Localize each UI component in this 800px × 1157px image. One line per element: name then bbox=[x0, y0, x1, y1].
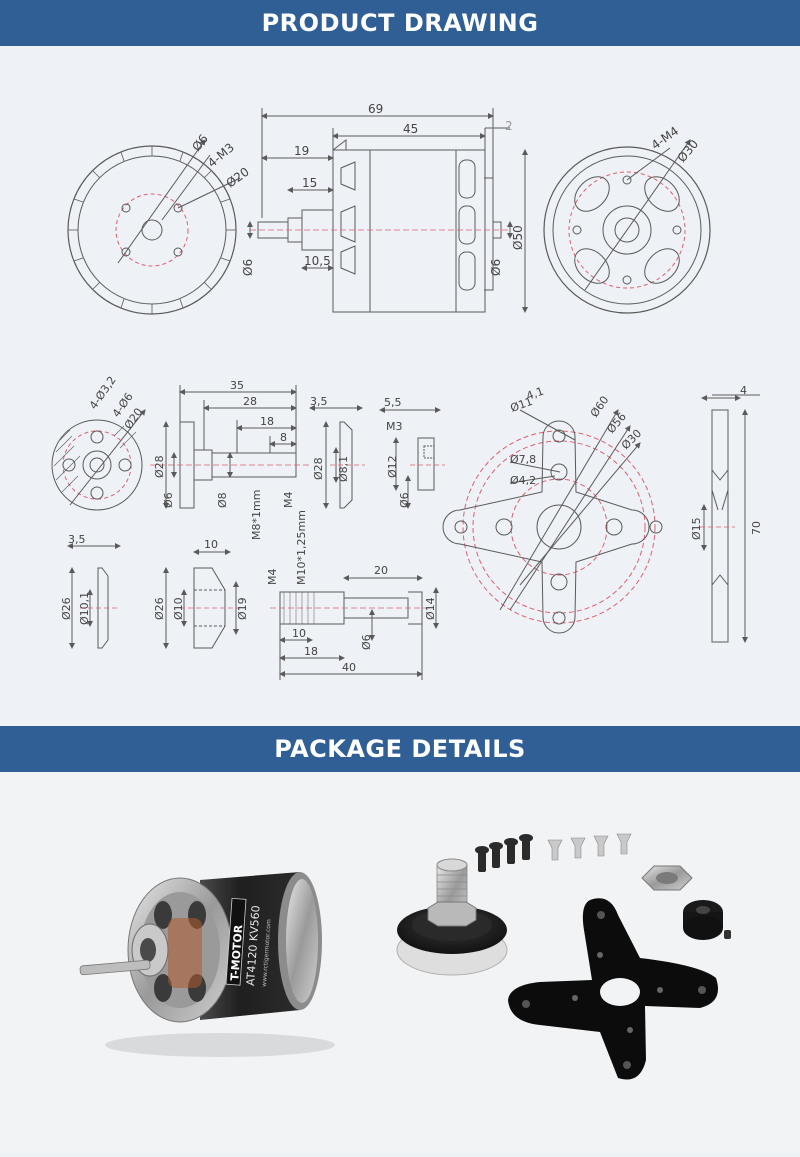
small-washer-view bbox=[67, 543, 121, 649]
front-d20-label: Ø20 bbox=[224, 165, 252, 191]
dim-18: 18 bbox=[260, 415, 274, 428]
adapter-d6: Ø6 bbox=[360, 634, 373, 650]
hub-d6: Ø6 bbox=[162, 492, 175, 508]
plate-thickness-4: 4 bbox=[740, 384, 747, 397]
dim-35: 35 bbox=[230, 379, 244, 392]
cone-washer-d10: Ø10 bbox=[172, 597, 185, 620]
washer-d28: Ø28 bbox=[312, 457, 325, 480]
rear-d30-label: Ø30 bbox=[675, 137, 702, 165]
dim-28: 28 bbox=[243, 395, 257, 408]
plate-side-view bbox=[700, 394, 760, 643]
washer-d8-1: Ø8,1 bbox=[337, 456, 350, 482]
cone-washer-10: 10 bbox=[204, 538, 218, 551]
front-view bbox=[67, 139, 241, 315]
collar-d12: Ø12 bbox=[386, 455, 399, 478]
dim-3-5-a: 3,5 bbox=[310, 395, 328, 408]
hub-m8: M8*1mm bbox=[250, 490, 263, 540]
dim-19: 19 bbox=[294, 144, 309, 158]
collar-side-view bbox=[379, 407, 445, 509]
adapter-18: 18 bbox=[304, 645, 318, 658]
x-mount-plate bbox=[442, 409, 663, 634]
product-drawing-panel: Ø6 4-M3 Ø20 69 45 2 19 15 10,5 Ø6 Ø bbox=[0, 46, 800, 726]
motor-model-label: AT4120 KV560 bbox=[244, 905, 263, 986]
prop-adapter-image bbox=[396, 858, 508, 976]
dim-10-5: 10,5 bbox=[304, 254, 331, 268]
adapter-40: 40 bbox=[342, 661, 356, 674]
dim-shaft-d6: Ø6 bbox=[241, 259, 255, 276]
package-details-banner: PACKAGE DETAILS bbox=[0, 726, 800, 772]
adapter-10: 10 bbox=[292, 627, 306, 640]
plate-d30: Ø30 bbox=[619, 427, 644, 452]
plate-d60: Ø60 bbox=[588, 394, 612, 420]
nut-and-collar-image bbox=[641, 865, 731, 940]
adapter-20: 20 bbox=[374, 564, 388, 577]
prop-adapter-view bbox=[270, 575, 439, 680]
adapter-d14: Ø14 bbox=[424, 597, 437, 620]
dim-45: 45 bbox=[403, 122, 418, 136]
dim-3-5-b: 3,5 bbox=[68, 533, 86, 546]
hub-m4: M4 bbox=[282, 492, 295, 509]
x-mount-image bbox=[508, 898, 718, 1080]
rear-m4-label: 4-M4 bbox=[649, 124, 682, 153]
collar-d6: Ø6 bbox=[398, 492, 411, 508]
dim-2: 2 bbox=[505, 119, 513, 133]
cone-washer-view bbox=[163, 549, 240, 649]
plate-d15: Ø15 bbox=[690, 517, 703, 540]
motor-brand-label: T-MOTOR bbox=[228, 924, 245, 981]
side-view bbox=[247, 108, 528, 313]
rear-view bbox=[543, 139, 711, 314]
hub-d8: Ø8 bbox=[216, 492, 229, 508]
dim-rear-d6: Ø6 bbox=[489, 259, 503, 276]
front-m3-label: 4-M3 bbox=[205, 140, 237, 170]
motor-image: T-MOTOR AT4120 KV560 www.rctigermotor.co… bbox=[79, 872, 335, 1057]
motor-url-label: www.rctigermotor.com bbox=[261, 919, 273, 987]
adapter-m10: M10*1,25mm bbox=[295, 510, 308, 585]
cone-washer-d26: Ø26 bbox=[153, 597, 166, 620]
plate-70: 70 bbox=[750, 521, 763, 535]
package-details-title: PACKAGE DETAILS bbox=[274, 735, 526, 763]
front-d6-label: Ø6 bbox=[189, 132, 211, 154]
dim-15: 15 bbox=[302, 176, 317, 190]
small-washer-d10-1: Ø10,1 bbox=[78, 592, 91, 625]
hub-d28: Ø28 bbox=[153, 455, 166, 478]
product-drawing-banner: PRODUCT DRAWING bbox=[0, 0, 800, 46]
hub-front-view bbox=[51, 409, 146, 511]
washer-side-view bbox=[309, 405, 365, 509]
technical-drawing: Ø6 4-M3 Ø20 69 45 2 19 15 10,5 Ø6 Ø bbox=[51, 102, 763, 680]
package-illustration: T-MOTOR AT4120 KV560 www.rctigermotor.co… bbox=[79, 833, 731, 1080]
adapter-m4: M4 bbox=[266, 569, 279, 586]
dim-d50: Ø50 bbox=[511, 225, 525, 250]
plate-4-1: 4,1 bbox=[525, 385, 546, 403]
plate-d4-2: Ø4,2 bbox=[510, 474, 536, 487]
plate-d56: Ø56 bbox=[604, 410, 629, 436]
screws-image bbox=[475, 833, 632, 872]
collar-m3: M3 bbox=[386, 420, 403, 433]
plate-d7-8: Ø7,8 bbox=[510, 453, 536, 466]
cone-washer-d19: Ø19 bbox=[236, 597, 249, 620]
hub-side-view bbox=[150, 385, 310, 509]
package-details-panel: T-MOTOR AT4120 KV560 www.rctigermotor.co… bbox=[0, 772, 800, 1153]
dim-5-5: 5,5 bbox=[384, 396, 402, 409]
small-washer-d26: Ø26 bbox=[60, 597, 73, 620]
product-drawing-title: PRODUCT DRAWING bbox=[261, 9, 539, 37]
dim-69: 69 bbox=[368, 102, 383, 116]
dim-8: 8 bbox=[280, 431, 287, 444]
